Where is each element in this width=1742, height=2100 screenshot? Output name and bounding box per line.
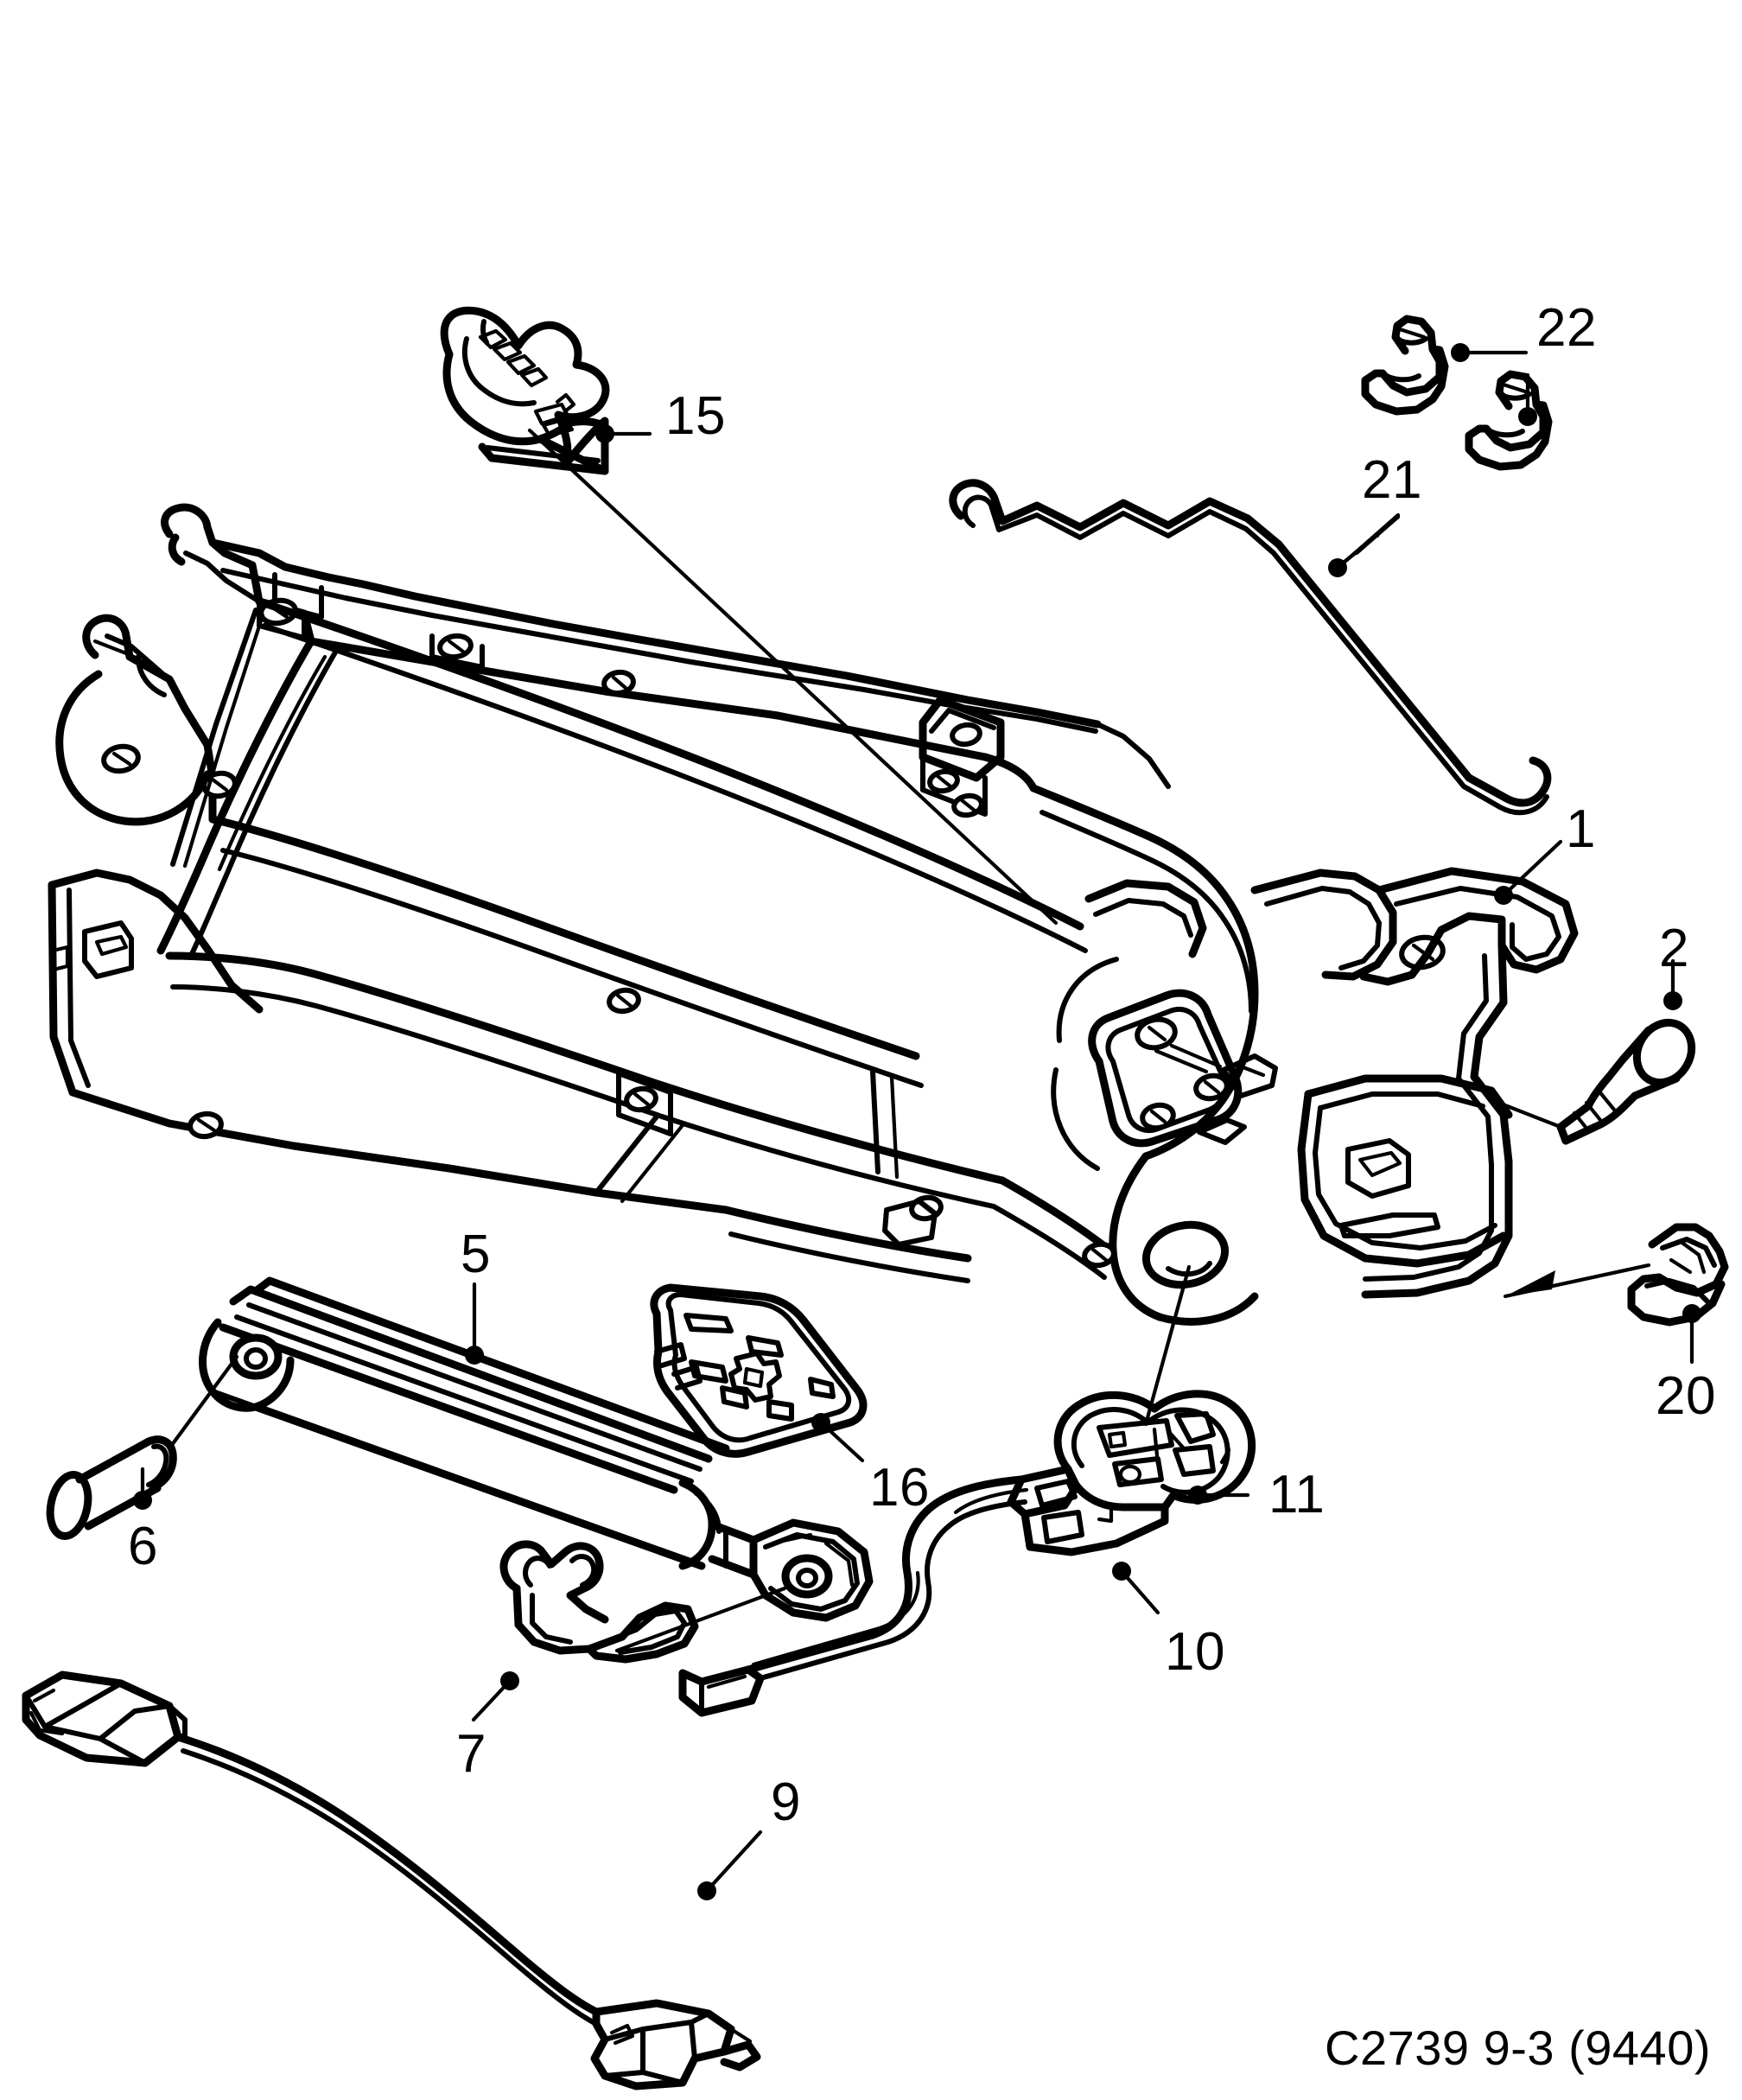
leader-2-tip xyxy=(1487,1097,1563,1130)
part-20-spring-nut-clip xyxy=(1627,1223,1729,1327)
part-15-hinge-bracket-clip xyxy=(440,306,610,475)
callout-9: 9 xyxy=(771,1772,801,1832)
callout-6: 6 xyxy=(128,1517,158,1576)
part-21-bent-control-rod xyxy=(949,479,1552,816)
leader-9 xyxy=(704,1830,763,1893)
callout-11: 11 xyxy=(1268,1465,1326,1524)
part-2-screw xyxy=(1556,1018,1696,1145)
callout-16: 16 xyxy=(869,1458,930,1518)
leader-7-tip xyxy=(614,1586,787,1653)
part-11-micro-switch-housing xyxy=(1053,1390,1256,1511)
leader-lines xyxy=(133,343,1701,1900)
part-7-rod-end-clip xyxy=(499,1540,699,1664)
callout-21: 21 xyxy=(1362,450,1422,510)
leader-15-tip xyxy=(527,428,1059,926)
leader-11-tip xyxy=(1143,1264,1192,1427)
callout-7: 7 xyxy=(456,1724,486,1784)
callout-22: 22 xyxy=(1536,298,1597,358)
callout-2: 2 xyxy=(1659,919,1689,978)
leader-1 xyxy=(1501,839,1563,898)
part-22-stop-buffer-studs xyxy=(1361,315,1553,471)
part-10-switch-connector xyxy=(678,1465,1169,1717)
part-16-guide-block xyxy=(650,1283,868,1458)
part-9-wiring-harness-jumper xyxy=(22,1670,761,2090)
callout-1: 1 xyxy=(1566,799,1596,859)
callout-5: 5 xyxy=(461,1225,491,1284)
callout-10: 10 xyxy=(1165,1622,1225,1682)
callout-20: 20 xyxy=(1656,1366,1716,1426)
leader-6-tip xyxy=(167,1354,239,1451)
diagram-caption: C2739 9-3 (9440) xyxy=(1325,2020,1711,2075)
part-6-pivot-pin xyxy=(46,1435,177,1540)
main-hinge-linkage-assembly xyxy=(48,503,1579,1326)
callout-15: 15 xyxy=(665,386,726,446)
